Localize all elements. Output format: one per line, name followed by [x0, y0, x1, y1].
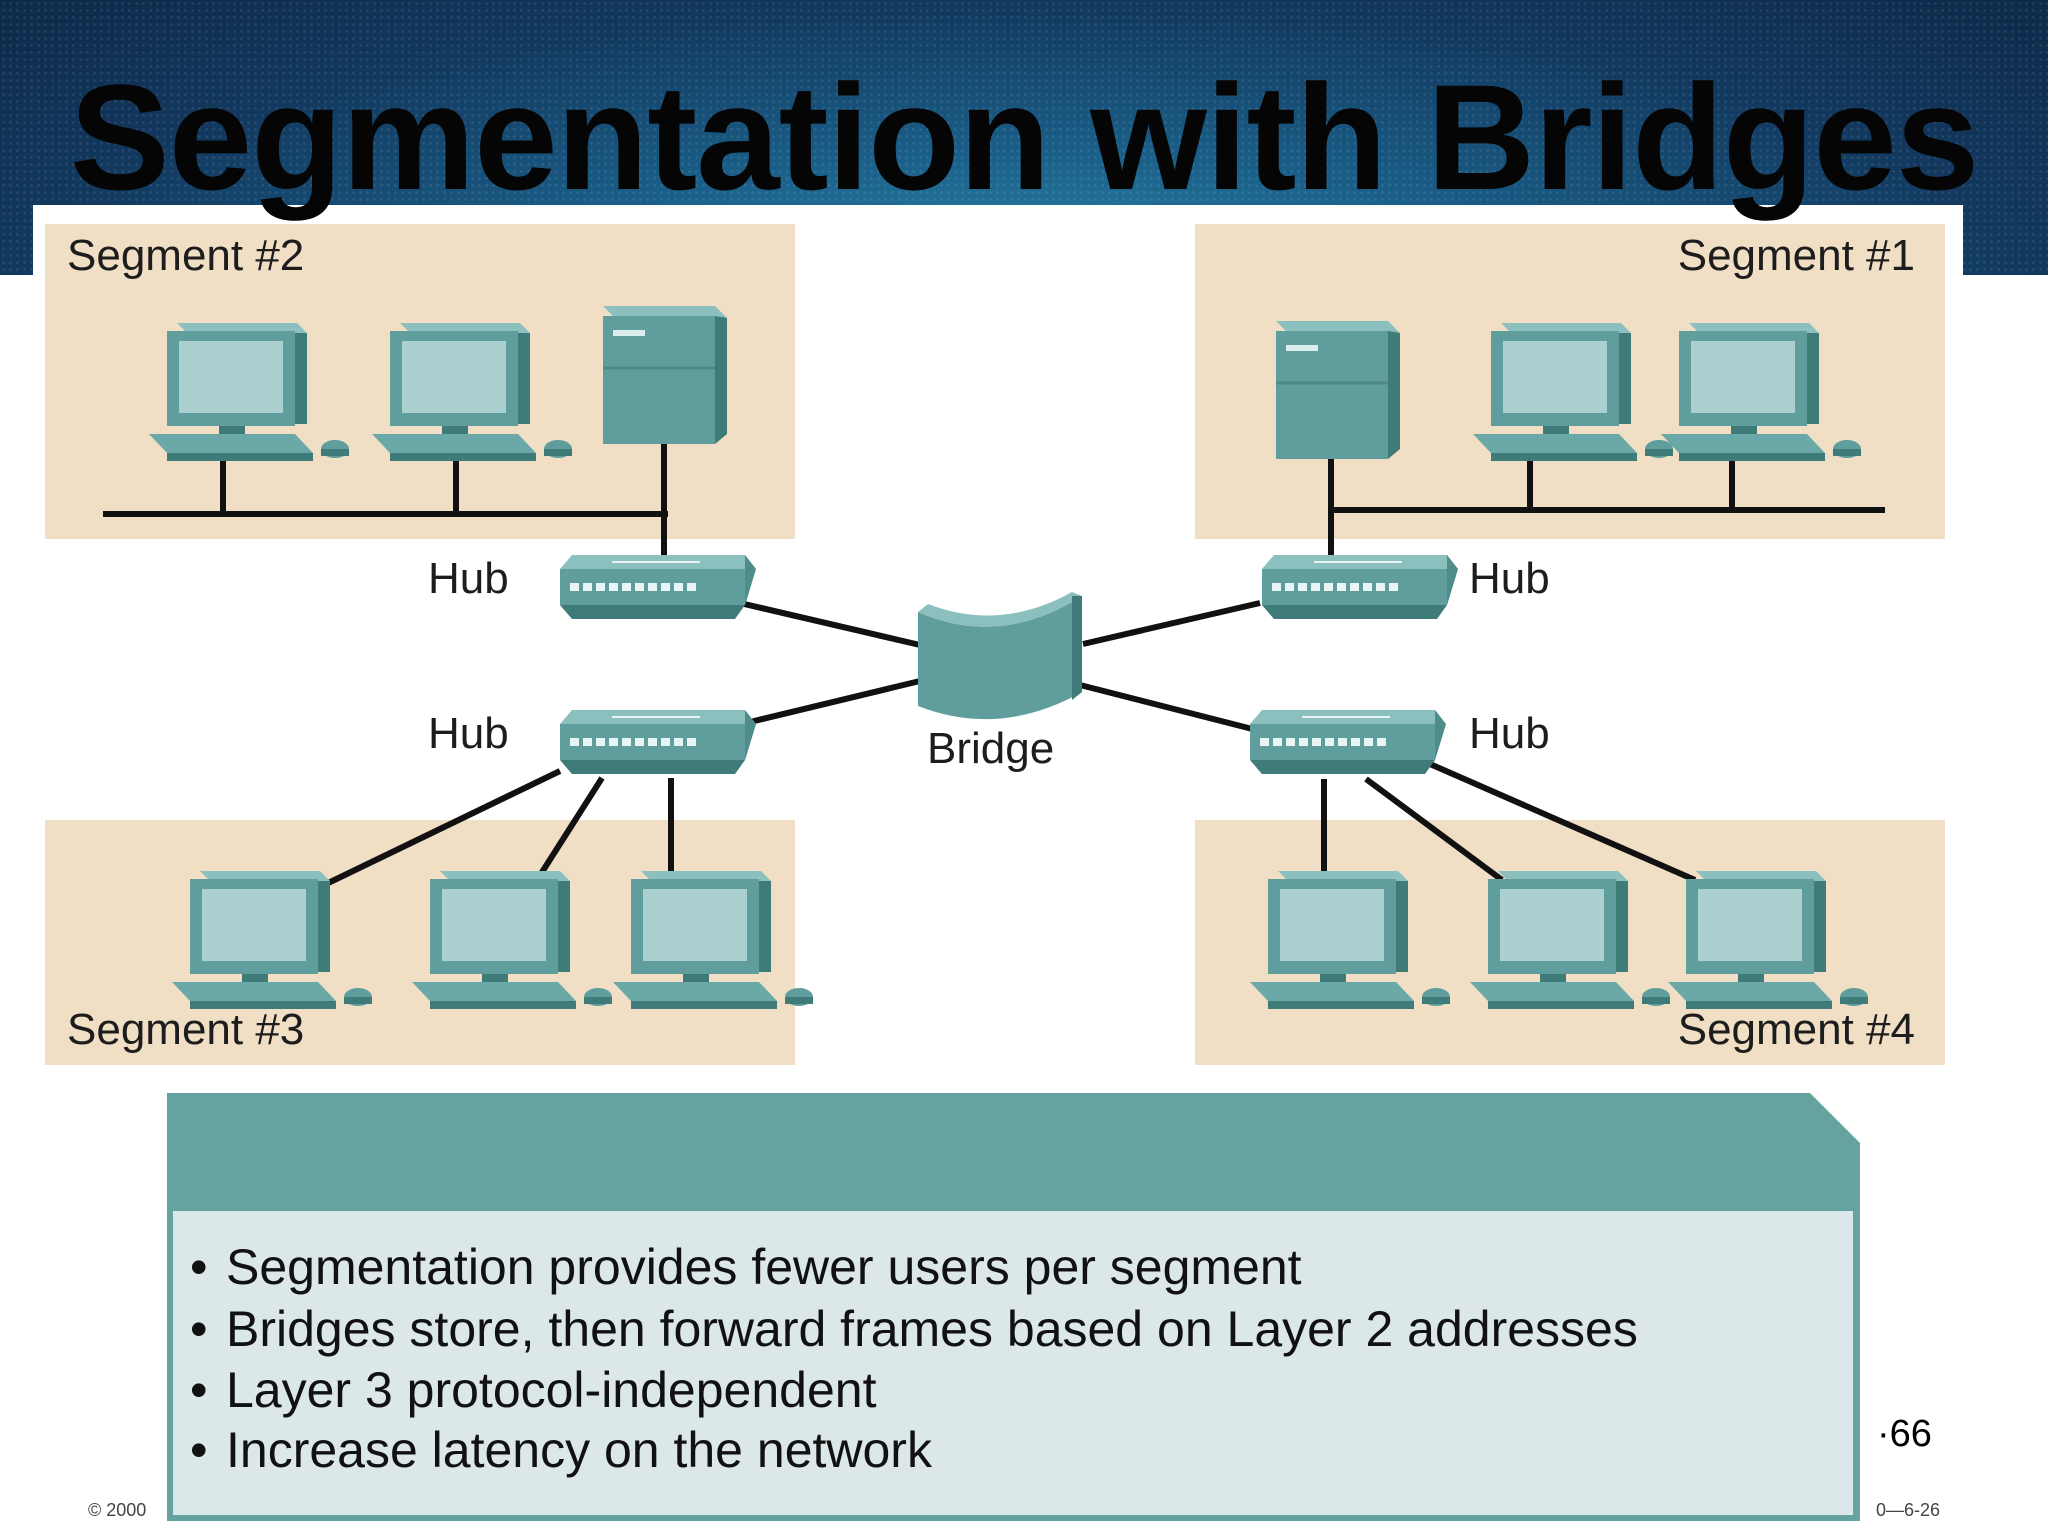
info-box — [167, 1093, 1860, 1521]
segment-3-workstation-icon — [172, 871, 372, 1009]
segment-2-workstation-icon — [149, 323, 349, 461]
hub-label: Hub — [428, 709, 509, 758]
bridge-label: Bridge — [927, 724, 1055, 773]
hub-icon — [1261, 554, 1459, 620]
segment-2-server-icon — [601, 304, 729, 446]
bullet-item: •Layer 3 protocol-independent — [190, 1362, 877, 1418]
page-number: ·66 — [1877, 1413, 1932, 1455]
hub-label: Hub — [428, 554, 509, 603]
bullet-list: •Segmentation provides fewer users per s… — [190, 1236, 1790, 1480]
segment-1-workstation-icon — [1473, 323, 1673, 461]
bridge-icon — [918, 592, 1082, 720]
segment-4-label: Segment #4 — [1677, 1005, 1915, 1054]
segment-3-label: Segment #3 — [67, 1005, 305, 1054]
bullet-item: •Segmentation provides fewer users per s… — [190, 1239, 1302, 1295]
segment-4-workstation-icon — [1250, 871, 1450, 1009]
segment-4-workstation-icon — [1668, 871, 1868, 1009]
segment-2-label: Segment #2 — [67, 231, 305, 280]
segment-2-workstation-icon — [372, 323, 572, 461]
segment-1-server-icon — [1274, 319, 1402, 461]
slide-title: Segmentation with Bridges — [69, 53, 1980, 221]
segment-3-workstation-icon — [613, 871, 813, 1009]
segment-3-workstation-icon — [412, 871, 612, 1009]
course-code: 0—6-26 — [1876, 1500, 1941, 1520]
hub-icon — [1249, 709, 1447, 775]
copyright-text: © 2000 — [88, 1500, 147, 1520]
segment-1-workstation-icon — [1661, 323, 1861, 461]
segment-1-label: Segment #1 — [1677, 231, 1915, 280]
hub-label: Hub — [1469, 554, 1550, 603]
bullet-item: •Increase latency on the network — [190, 1422, 932, 1478]
hub-label: Hub — [1469, 709, 1550, 758]
bullet-item: •Bridges store, then forward frames base… — [190, 1301, 1638, 1357]
hub-icon — [559, 554, 757, 620]
segment-4-workstation-icon — [1470, 871, 1670, 1009]
hub-icon — [559, 709, 757, 775]
